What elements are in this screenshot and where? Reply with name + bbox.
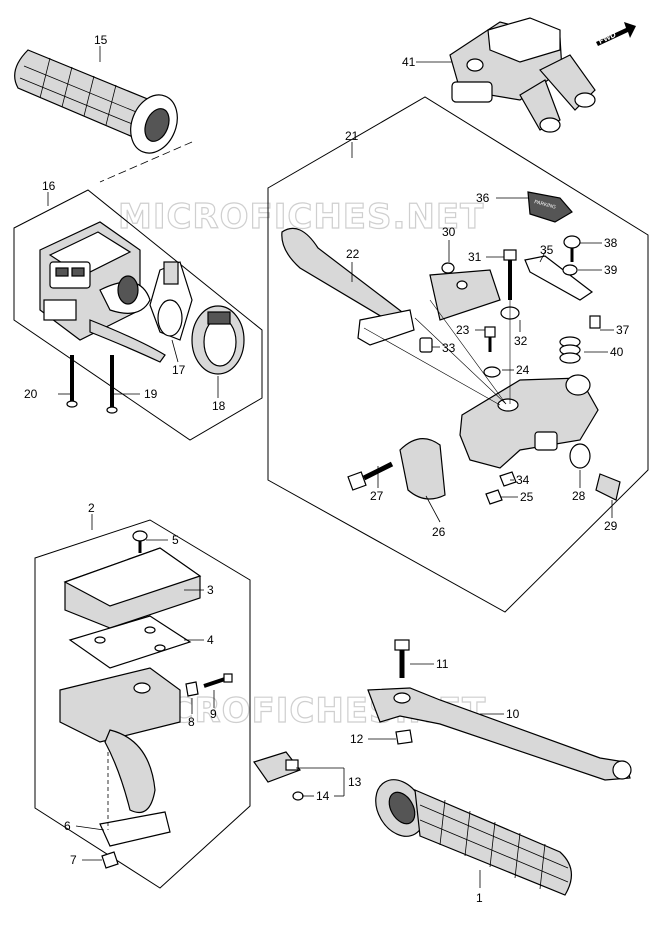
callout-5: 5 [172, 533, 179, 547]
callout-15: 15 [94, 33, 108, 47]
bracket-6 [99, 811, 171, 847]
nut-12 [395, 729, 413, 745]
callout-numbers: 15 41 16 21 36 30 22 31 35 38 39 23 33 2… [24, 33, 630, 905]
callout-30: 30 [442, 225, 456, 239]
callout-16: 16 [42, 179, 56, 193]
callout-19: 19 [144, 387, 158, 401]
nut-34 [499, 471, 517, 487]
parking-plate-36: PARKING [527, 191, 573, 223]
callout-12: 12 [350, 732, 364, 746]
callout-36: 36 [476, 191, 490, 205]
callout-6: 6 [64, 819, 71, 833]
callout-9: 9 [210, 707, 217, 721]
left-switch-part [39, 221, 166, 363]
forward-label: FWD [597, 30, 618, 46]
gasket-4 [68, 615, 192, 669]
callout-18: 18 [212, 399, 226, 413]
callout-13: 13 [348, 775, 362, 789]
bushing-33 [419, 337, 433, 353]
callout-32: 32 [514, 334, 528, 348]
lock-lever-35 [524, 255, 594, 301]
bolt-27 [347, 461, 394, 491]
switch-part-18 [191, 305, 245, 375]
callout-37: 37 [616, 323, 630, 337]
forward-arrow-icon: FWD [596, 22, 636, 46]
callout-10: 10 [506, 707, 520, 721]
callout-33: 33 [442, 341, 456, 355]
callout-7: 7 [70, 853, 77, 867]
cover-3 [63, 547, 202, 629]
front-master-cylinder-part [449, 17, 596, 133]
nut-7 [101, 851, 119, 869]
callout-41: 41 [402, 55, 416, 69]
callout-34: 34 [516, 473, 530, 487]
washer-24 [483, 366, 501, 378]
callout-26: 26 [432, 525, 446, 539]
bolt-11 [394, 639, 410, 678]
screw-19 [106, 355, 118, 414]
callout-20: 20 [24, 387, 38, 401]
callout-17: 17 [172, 363, 186, 377]
callout-28: 28 [572, 489, 586, 503]
bolt-31 [503, 249, 517, 300]
nut-8 [185, 681, 199, 697]
callout-39: 39 [604, 263, 618, 277]
parking-label: PARKING [533, 199, 556, 211]
screw-38 [563, 235, 581, 262]
callout-8: 8 [188, 715, 195, 729]
screw-9 [203, 673, 233, 688]
callout-23: 23 [456, 323, 470, 337]
callout-22: 22 [346, 247, 360, 261]
adjuster-29 [595, 473, 621, 501]
screw-37 [589, 315, 601, 329]
group-16-frame [13, 189, 263, 441]
callout-1: 1 [476, 891, 483, 905]
lever-10-part [367, 687, 632, 781]
screw-14 [292, 791, 304, 801]
bolt-23 [484, 326, 496, 352]
switch-housing-part [59, 667, 181, 814]
screw-5 [132, 530, 148, 553]
lever-holder-part [459, 374, 599, 469]
switch-part-17 [149, 261, 193, 341]
nut-25 [485, 489, 503, 505]
callout-leaders [47, 46, 614, 888]
washer-39 [562, 264, 578, 276]
callout-24: 24 [516, 363, 530, 377]
clamp-26 [399, 438, 446, 500]
callout-38: 38 [604, 236, 618, 250]
callout-2: 2 [88, 501, 95, 515]
lever-22-part [281, 227, 415, 346]
callout-4: 4 [207, 633, 214, 647]
callout-21: 21 [345, 129, 359, 143]
adjuster-28 [569, 443, 591, 469]
spring-40 [559, 336, 581, 364]
callout-27: 27 [370, 489, 384, 503]
group-2-frame [34, 519, 251, 889]
callout-11: 11 [436, 657, 449, 671]
callout-3: 3 [207, 583, 214, 597]
brake-switch-13 [253, 751, 301, 783]
callout-35: 35 [540, 243, 554, 257]
callout-40: 40 [610, 345, 624, 359]
callout-14: 14 [316, 789, 330, 803]
screw-20 [66, 355, 78, 408]
callout-29: 29 [604, 519, 618, 533]
callout-25: 25 [520, 490, 534, 504]
switch-bracket-30 [429, 262, 501, 321]
group-21-frame [267, 96, 649, 613]
grip-left-part [14, 49, 193, 183]
grip-right-part [375, 779, 572, 896]
callout-31: 31 [468, 250, 482, 264]
